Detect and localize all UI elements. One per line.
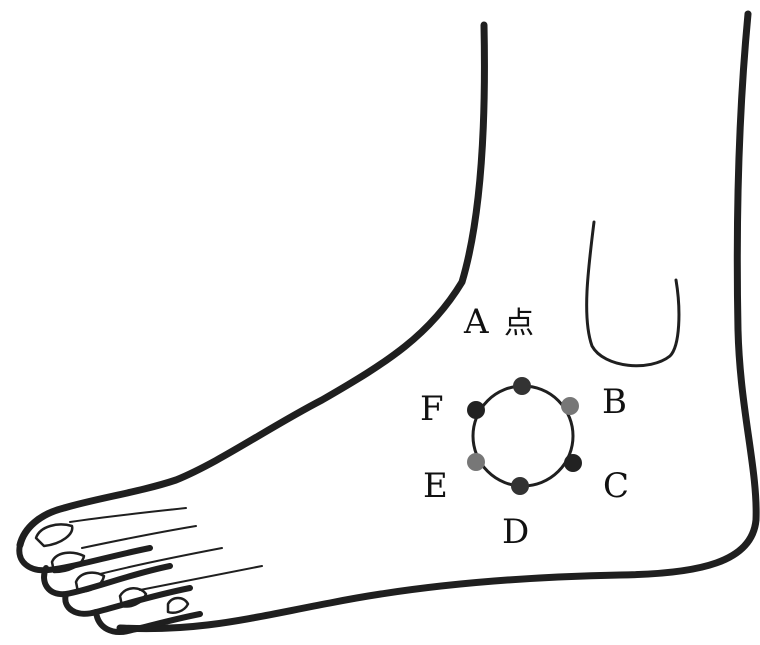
point-b (561, 397, 579, 415)
toenail-5 (168, 598, 188, 613)
toe-crease-2 (82, 526, 196, 548)
toenail-1 (36, 525, 72, 547)
acupoint-ring (467, 377, 582, 495)
point-c (564, 454, 582, 472)
foot-outline (20, 14, 756, 629)
ankle-bone (587, 222, 679, 366)
toes (19, 508, 262, 632)
label-a: A (463, 302, 489, 342)
point-d (511, 477, 529, 495)
labels: A 点 B C D E F (420, 302, 629, 552)
shin-front-line (20, 25, 484, 545)
ring-circle (473, 386, 573, 486)
toe-crease-1 (70, 508, 186, 522)
label-e: E (423, 466, 448, 506)
point-e (467, 453, 485, 471)
label-d: D (502, 512, 529, 552)
point-f (467, 401, 485, 419)
point-top (513, 377, 531, 395)
label-f: F (420, 389, 444, 429)
heel-and-sole-line (120, 14, 756, 629)
label-a-char: 点 (504, 306, 534, 341)
label-b: B (602, 382, 627, 422)
label-c: C (603, 466, 629, 506)
